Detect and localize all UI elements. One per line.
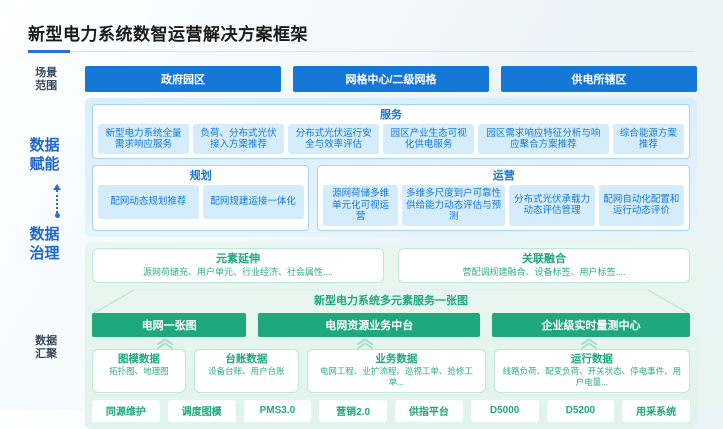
service-item: 负荷、分布式光伏接入方案推荐 (193, 124, 285, 154)
system-d5000: D5000 (470, 399, 539, 422)
platform-grid-resource-middle-platform: 电网资源业务中台 (258, 312, 481, 337)
solution-framework-slide: 新型电力系统数智运营解决方案框架 场景范围 数据赋能 数据治理 数据汇聚 政府园… (28, 25, 697, 429)
chevron-up-icon (356, 338, 374, 349)
data-empowerment-panel: 服务 新型电力系统全量需求响应服务 负荷、分布式光伏接入方案推荐 分布式光伏运行… (85, 98, 697, 237)
service-box-title: 服务 (380, 109, 402, 121)
chevron-row (92, 338, 690, 349)
planning-item: 配网动态规划推荐 (98, 185, 199, 219)
system-metering-collection: 用采系统 (622, 399, 690, 422)
service-item: 园区产业生态可视化供电服务 (383, 124, 475, 154)
association-fusion-box: 关联融合 营配调规建融合、设备标签、用户标签.... (398, 247, 690, 283)
title-underline (28, 50, 695, 53)
system-dispatch-graph-model: 调度图模 (167, 399, 236, 422)
data-source-business: 业务数据 电网工程、业扩流程、巡视工单、抢修工单... (306, 348, 486, 393)
association-fusion-desc: 营配调规建融合、设备标签、用户标签.... (462, 266, 626, 277)
service-item: 新型电力系统全量需求响应服务 (98, 124, 190, 154)
data-source-desc: 电网工程、业扩流程、巡视工单、抢修工单... (319, 365, 473, 387)
rail-label-data-empowerment: 数据赋能 (29, 137, 60, 173)
data-source-title: 业务数据 (375, 352, 418, 365)
scenario-grid-center: 网格中心/二级网格 (293, 66, 489, 92)
operation-item: 多维多尺度到户可靠性供给能力动态评估与预测 (401, 185, 506, 226)
scenario-power-supply-area: 供电所辖区 (501, 66, 697, 92)
data-source-row: 图模数据 拓扑图、地理图 台账数据 设备台账、用户台账 业务数据 电网工程、业扩… (92, 348, 691, 393)
data-source-graph-model: 图模数据 拓扑图、地理图 (92, 348, 186, 393)
data-source-title: 运行数据 (570, 352, 613, 365)
up-arrow-dotted-icon (50, 184, 64, 218)
data-source-ledger: 台账数据 设备台账、用户台账 (193, 348, 299, 393)
one-map-platform-title: 新型电力系统多元素服务一张图 (314, 294, 468, 307)
data-source-title: 台账数据 (225, 352, 268, 365)
one-map-platform-banner: 新型电力系统多元素服务一张图 (92, 287, 690, 313)
chevron-up-icon (156, 338, 174, 349)
system-supply-command-platform: 供指平台 (395, 399, 463, 422)
element-extension-title: 元素延伸 (216, 252, 260, 265)
operation-box: 运营 源网荷储多维单元化可视运营 多维多尺度到户可靠性供给能力动态评估与预测 分… (317, 165, 690, 231)
data-source-operation: 运行数据 线路负荷、配变负荷、开关状态、停电事件、用户电量... (493, 348, 691, 393)
rail-label-scenario-scope: 场景范围 (35, 67, 58, 93)
service-item: 综合能源方案推荐 (612, 124, 684, 154)
service-item: 园区需求响应特征分析与响应聚合方案推荐 (478, 124, 609, 154)
platform-grid-one-map: 电网一张图 (92, 312, 247, 337)
platform-button-row: 电网一张图 电网资源业务中台 企业级实时量测中心 (92, 312, 691, 337)
system-marketing20: 营销2.0 (319, 399, 387, 422)
trapezoid-platform-icon (93, 288, 689, 313)
operation-item: 源网荷储多维单元化可视运营 (323, 185, 398, 226)
element-extension-box: 元素延伸 源网荷储充、用户单元、行业经济、社会属性.... (92, 247, 384, 283)
rail-label-data-aggregation: 数据汇聚 (35, 335, 58, 361)
data-source-desc: 线路负荷、配变负荷、开关状态、停电事件、用户电量... (502, 365, 682, 387)
planning-box-title: 规划 (189, 170, 212, 182)
page-title: 新型电力系统数智运营解决方案框架 (28, 25, 308, 44)
data-source-desc: 拓扑图、地理图 (109, 365, 169, 376)
service-item: 分布式光伏运行安全与效率评估 (288, 124, 380, 154)
planning-box: 规划 配网动态规划推荐 配网规建运接一体化 (92, 165, 310, 231)
chevron-up-icon (580, 338, 598, 349)
system-pms30: PMS3.0 (243, 399, 312, 422)
operation-box-title: 运营 (492, 170, 515, 182)
rail-label-data-governance: 数据治理 (29, 226, 60, 262)
platform-realtime-measurement-center: 企业级实时量测中心 (492, 312, 691, 337)
operation-item: 分布式光伏承载力动态评估管理 (509, 185, 595, 226)
data-source-title: 图模数据 (117, 352, 160, 365)
system-homologous-maintenance: 同源维护 (92, 399, 160, 422)
data-source-desc: 设备台账、用户台账 (208, 365, 285, 376)
association-fusion-title: 关联融合 (522, 252, 566, 265)
system-d5200: D5200 (546, 399, 615, 422)
data-governance-panel: 元素延伸 源网荷储充、用户单元、行业经济、社会属性.... 关联融合 营配调规建… (85, 241, 697, 429)
planning-item: 配网规建运接一体化 (202, 185, 304, 219)
service-box: 服务 新型电力系统全量需求响应服务 负荷、分布式光伏接入方案推荐 分布式光伏运行… (92, 104, 690, 159)
operation-item: 配网自动化配置和运行动态评价 (598, 185, 684, 226)
source-system-row: 同源维护 调度图模 PMS3.0 营销2.0 供指平台 D5000 D5200 … (92, 399, 690, 422)
scenario-government-park: 政府园区 (85, 66, 281, 92)
element-extension-desc: 源网荷储充、用户单元、行业经济、社会属性.... (142, 266, 333, 277)
scenario-button-row: 政府园区 网格中心/二级网格 供电所辖区 (85, 66, 697, 92)
